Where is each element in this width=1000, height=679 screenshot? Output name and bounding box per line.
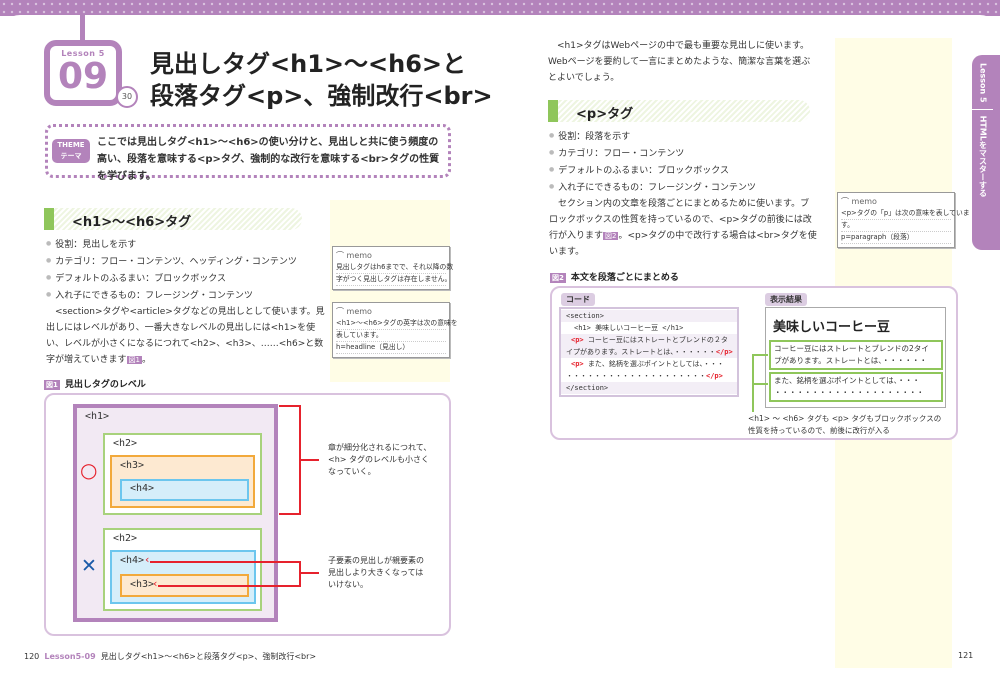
lesson-badge: Lesson 5 09 xyxy=(44,40,122,106)
footer-title: 見出しタグ<h1>〜<h6>と段落タグ<p>、強制改行<br> xyxy=(100,652,317,661)
memo-note: ⌒ memo <h1>〜<h6>タグの英字は次の意味を 表しています。 h=he… xyxy=(332,302,458,358)
code-line: イプがあります。ストレートとは、・・・・・・</p> xyxy=(561,346,737,358)
theme-box xyxy=(45,124,451,178)
theme-badge-en: THEME xyxy=(57,141,85,149)
memo-note: ⌒ memo <p>タグの「p」は次の意味を表していま す。 p=paragra… xyxy=(837,192,970,248)
memo-line: 字がつく見出しタグは存在しません。 xyxy=(336,274,451,286)
paragraph-line: います。 xyxy=(549,247,585,257)
footer-left: 120 Lesson5-09 見出しタグ<h1>〜<h6>と段落タグ<p>、強制… xyxy=(24,651,316,662)
ng-mark: ✕ xyxy=(81,555,97,577)
memo-line: 見出しタグはh6までで、それ以降の数 xyxy=(336,262,453,274)
code-line: <p> コーヒー豆にはストレートとブレンドの２タ xyxy=(561,334,737,346)
connector-line xyxy=(752,354,768,356)
theme-badge: THEME テーマ xyxy=(52,139,90,163)
left-body: 役割：見出しを示す カテゴリ：フロー・コンテンツ、ヘッディング・コンテンツ デフ… xyxy=(46,236,325,368)
paragraph-line: ロックボックスの性質を持っているので、<p>タグの前後には改 xyxy=(549,215,812,225)
bullet-item: 役割：見出しを示す xyxy=(46,236,325,253)
paragraph-line: <section>タグや<article>タグなどの見出しとして使います。見 xyxy=(46,307,325,317)
right-body: 役割：段落を示す カテゴリ：フロー・コンテンツ デフォルトのふるまい：ブロックボ… xyxy=(549,128,817,260)
bullet-item: 入れ子にできるもの：フレージング・コンテンツ xyxy=(549,179,817,196)
figure1-note1: 章が細分化されるにつれて、<h> タグのレベルも小さくなっていく。 xyxy=(328,443,432,476)
figure1-note2: 子要素の見出しが親要素の見出しより大きくなってはいけない。 xyxy=(328,556,424,589)
memo-line: <p>タグの「p」は次の意味を表していま xyxy=(841,208,970,220)
footer-lesson: Lesson5-09 xyxy=(44,652,96,661)
memo-line: す。 xyxy=(841,220,951,232)
page-number: 120 xyxy=(24,652,40,661)
connector-line xyxy=(752,383,768,385)
code-line: ・・・・・・・・・・・・・・・・・・・・</p> xyxy=(566,372,723,380)
page-number-right: 121 xyxy=(958,651,974,660)
arrow-line xyxy=(299,561,301,587)
paragraph-line: セクション内の文章を段落ごとにまとめるために使います。ブ xyxy=(549,199,810,209)
section-heading-text: <h1>〜<h6>タグ xyxy=(72,215,192,230)
code-line: <section> xyxy=(561,310,737,322)
result-preview: 美味しいコーヒー豆 コーヒー豆にはストレートとブレンドの2タイプがあります。スト… xyxy=(765,307,946,408)
badge-hanger xyxy=(80,14,85,42)
paragraph-line: 字が増えていきます図1。 xyxy=(46,355,152,365)
code-line: <h1> 美味しいコーヒー豆 </h1> xyxy=(574,324,684,332)
bullet-item: デフォルトのふるまい：ブロックボックス xyxy=(46,270,325,287)
bullet-item: 役割：段落を示す xyxy=(549,128,817,145)
theme-badge-ja: テーマ xyxy=(60,152,82,160)
result-label: 表示結果 xyxy=(765,293,807,306)
lesson-number: 09 xyxy=(57,56,109,97)
paragraph-line: 出しにはレベルがあり、一番大きなレベルの見出しには<h1>を使 xyxy=(46,323,316,333)
clock-icon: 30 xyxy=(116,86,138,108)
bracket-line xyxy=(279,405,301,407)
figure-ref[interactable]: 図2 xyxy=(603,232,619,240)
page-title-line2: 段落タグ<p>、強制改行<br> xyxy=(150,82,493,110)
bullet-item: 入れ子にできるもの：フレージング・コンテンツ xyxy=(46,287,325,304)
side-tab-lesson: Lesson 5 xyxy=(978,63,988,103)
lesson-label: Lesson 5 xyxy=(61,49,105,58)
code-block: <section> <h1> 美味しいコーヒー豆 </h1> <p> コーヒー豆… xyxy=(559,307,739,397)
bracket-line xyxy=(299,459,319,461)
figure2-caption: <h1> ～ <h6> タグも <p> タグもブロックボックスの性質を持っている… xyxy=(748,414,942,435)
paragraph-line: Webページを要約して一言にまとめたような、簡潔な言葉を選ぶ xyxy=(548,57,811,67)
arrow-line xyxy=(150,561,301,563)
paragraph-line: <h1>タグはWebページの中で最も重要な見出しに使います。 xyxy=(548,41,810,51)
top-band xyxy=(0,0,1000,16)
result-paragraph: また、銘柄を選ぶポイントとしては、・・・・・・・・・・・・・・・・・・・・・・・ xyxy=(769,372,943,402)
paragraph-line: 行が入ります図2。<p>タグの中で改行する場合は<br>タグを使 xyxy=(549,231,817,241)
section-heading-h1-h6: <h1>〜<h6>タグ xyxy=(44,208,302,230)
arrow-head-icon: ‹ xyxy=(153,577,158,590)
page-title-line1: 見出しタグ<h1>〜<h6>と xyxy=(150,50,467,78)
arrow-line xyxy=(158,585,301,587)
right-intro: <h1>タグはWebページの中で最も重要な見出しに使います。 Webページを要約… xyxy=(548,38,810,86)
side-tab-chapter: HTMLをマスターする xyxy=(978,115,988,197)
code-label: コード xyxy=(561,293,595,306)
bullet-item: カテゴリ：フロー・コンテンツ、ヘッディング・コンテンツ xyxy=(46,253,325,270)
memo-line: h=headline（見出し） xyxy=(336,342,446,354)
section-heading-text: <p>タグ xyxy=(576,107,634,122)
bullet-item: デフォルトのふるまい：ブロックボックス xyxy=(549,162,817,179)
h4-box: <h4> xyxy=(120,479,249,501)
section-heading-p: <p>タグ xyxy=(548,100,810,122)
bracket-line xyxy=(279,513,301,515)
time-minutes: 30 xyxy=(121,92,133,101)
ok-mark: ○ xyxy=(80,458,98,482)
memo-header: ⌒ memo xyxy=(841,197,877,206)
arrow-head-icon: ‹ xyxy=(145,553,150,566)
memo-header: ⌒ memo xyxy=(336,251,372,260)
result-heading: 美味しいコーヒー豆 xyxy=(773,320,891,335)
arrow-line xyxy=(299,572,319,574)
code-line: </section> xyxy=(561,382,737,394)
bullet-item: カテゴリ：フロー・コンテンツ xyxy=(549,145,817,162)
result-paragraph: コーヒー豆にはストレートとブレンドの2タイプがあります。ストレートとは、・・・・… xyxy=(769,340,943,370)
paragraph-line: い、レベルが小さくになるにつれて<h2>、<h3>、……<h6>と数 xyxy=(46,339,324,349)
memo-line: 表しています。 xyxy=(336,330,446,342)
code-line: <p> また、銘柄を選ぶポイントとしては、・・・ xyxy=(571,360,725,368)
chapter-side-tab[interactable]: Lesson 5 HTMLをマスターする xyxy=(972,55,1000,250)
memo-line: p=paragraph（段落） xyxy=(841,232,951,244)
memo-note: ⌒ memo 見出しタグはh6までで、それ以降の数 字がつく見出しタグは存在しま… xyxy=(332,246,453,290)
paragraph-line: とよいでしょう。 xyxy=(548,73,620,83)
theme-text: ここでは見出しタグ<h1>〜<h6>の使い分けと、見出しと共に使う頻度の高い、段… xyxy=(97,137,440,182)
figure-ref[interactable]: 図1 xyxy=(126,356,143,364)
memo-header: ⌒ memo xyxy=(336,307,372,316)
memo-line: <h1>〜<h6>タグの英字は次の意味を xyxy=(336,318,458,330)
